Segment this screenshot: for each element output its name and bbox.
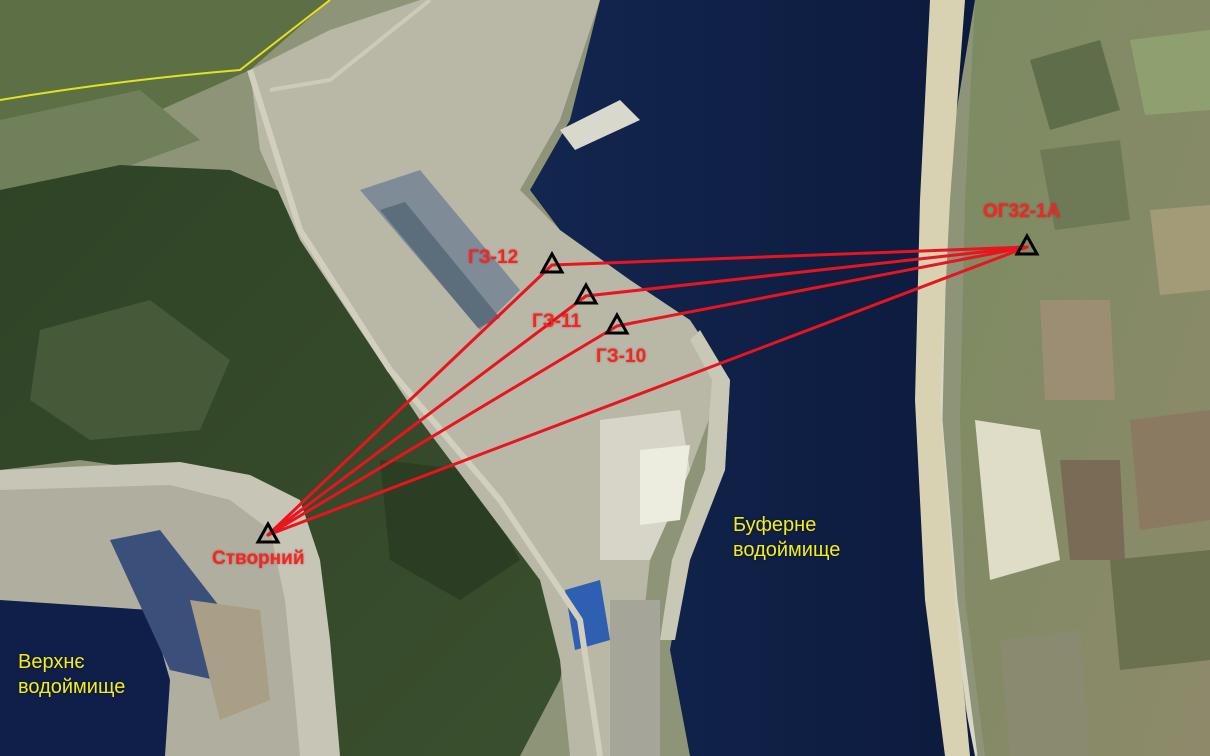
sight-lines <box>266 245 1029 537</box>
point-label-stvornyi: Створний <box>212 548 305 569</box>
sight-line-ogz-unlabeled <box>584 245 1029 298</box>
area-label-line: водоймище <box>733 539 841 561</box>
triangle-marker-icon[interactable] <box>255 520 281 544</box>
sight-line-ogz-gz11 <box>615 245 1029 328</box>
area-label-line: Верхнє <box>18 651 85 673</box>
area-label-line: водоймище <box>18 676 126 698</box>
sight-line-stvornyi-gz11 <box>266 324 619 537</box>
area-label-line: Буферне <box>733 514 817 536</box>
upper-reservoir <box>0 600 170 756</box>
point-label-gz12: ГЗ-12 <box>468 247 519 268</box>
survey-points <box>255 232 1040 544</box>
sight-line-stvornyi-gz12 <box>266 263 554 537</box>
sight-line-ogz-stvornyi <box>266 245 1029 537</box>
point-label-gz11: ГЗ-11 <box>532 311 582 332</box>
triangle-marker-icon[interactable] <box>573 281 599 305</box>
triangle-marker-icon[interactable] <box>539 250 565 274</box>
point-label-ogz: ОГ32-1А <box>983 201 1061 222</box>
point-label-gz10: ГЗ-10 <box>596 346 647 367</box>
triangle-marker-icon[interactable] <box>604 311 630 335</box>
area-label-buffer-reservoir: Буферне водоймище <box>733 513 840 563</box>
area-label-upper-reservoir: Верхнє водоймище <box>18 650 125 700</box>
sight-line-ogz-gz12 <box>550 245 1029 267</box>
sight-line-stvornyi-unlabeled <box>266 294 588 537</box>
triangle-marker-icon[interactable] <box>1014 232 1040 256</box>
buffer-reservoir <box>530 0 975 756</box>
